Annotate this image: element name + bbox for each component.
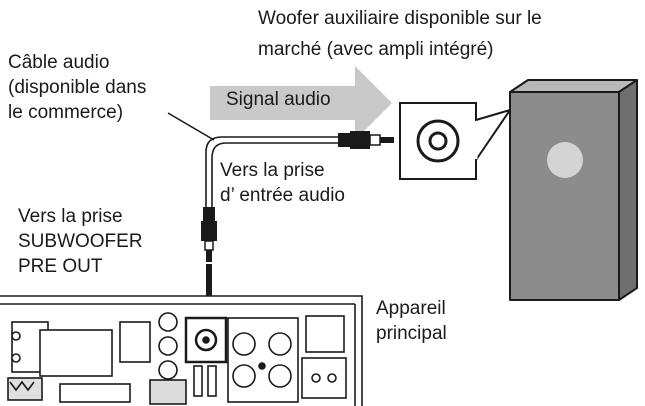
signal-arrow-icon xyxy=(210,66,392,140)
input-jack-label: Vers la prise d’ entrée audio xyxy=(220,160,346,206)
speaker-port xyxy=(547,142,583,178)
main-unit-label: Appareil principal xyxy=(376,298,447,344)
rca-plug-icon xyxy=(338,131,394,149)
woofer-label: Woofer auxiliaire disponible sur le marc… xyxy=(258,8,542,60)
cable-label: Câble audio (disponible dans le commerce… xyxy=(8,52,147,123)
signal-audio-label: Signal audio xyxy=(226,89,331,110)
subwoofer-out-label: Vers la prise SUBWOOFER PRE OUT xyxy=(18,206,143,277)
main-unit-panel xyxy=(0,295,363,406)
audio-cable xyxy=(205,136,340,208)
rca-jack-panel xyxy=(399,102,513,180)
rca-plug-vertical-icon xyxy=(201,207,217,262)
subwoofer-speaker-icon xyxy=(509,79,638,301)
cable-leader-line xyxy=(167,112,215,141)
